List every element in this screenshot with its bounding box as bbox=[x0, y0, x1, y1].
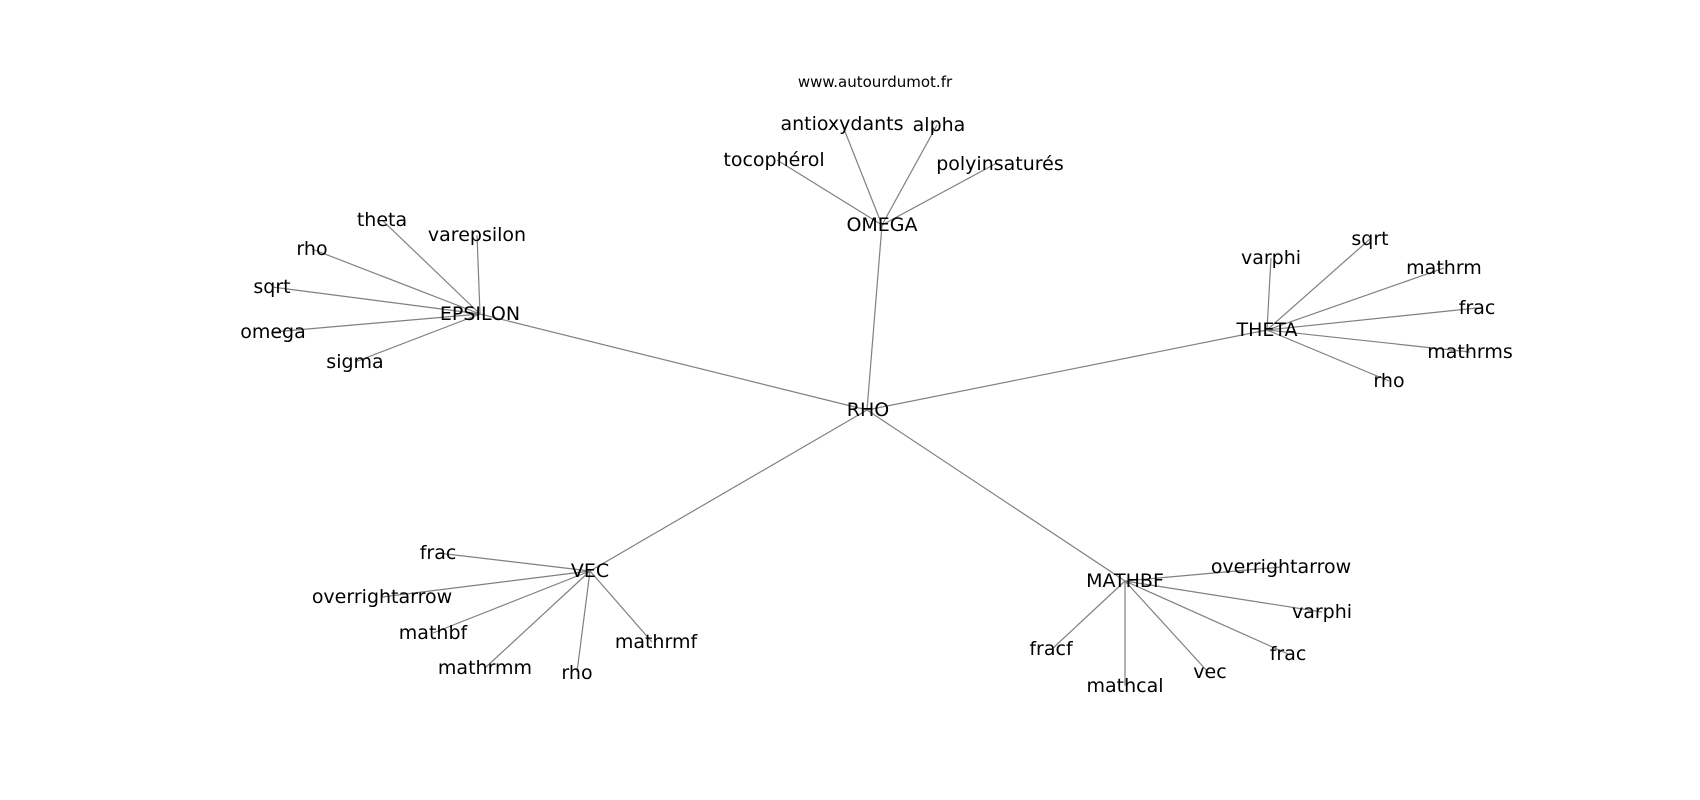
node-leaf: varphi bbox=[1292, 601, 1352, 623]
node-omega: OMEGA bbox=[846, 214, 917, 236]
omega-edges bbox=[776, 123, 996, 226]
edge-mathbf-leaf bbox=[1124, 566, 1282, 582]
edge-vec-leaf bbox=[484, 570, 591, 669]
edge-epsilon-leaf bbox=[354, 313, 481, 363]
edge-vec-leaf bbox=[437, 552, 591, 572]
edge-mathbf-leaf bbox=[1124, 580, 1289, 655]
node-leaf: rho bbox=[1373, 370, 1404, 392]
node-leaf: frac bbox=[1459, 297, 1496, 319]
edge-theta-leaf bbox=[1266, 257, 1272, 331]
edge-omega-leaf bbox=[881, 124, 938, 226]
edge-epsilon-leaf bbox=[311, 248, 481, 315]
node-leaf: rho bbox=[296, 238, 327, 260]
node-leaf: frac bbox=[420, 542, 457, 564]
node-leaf: overrightarrow bbox=[312, 586, 452, 608]
edge-omega-leaf bbox=[881, 163, 996, 226]
node-leaf: fracf bbox=[1029, 638, 1074, 660]
node-leaf: antioxydants bbox=[780, 113, 903, 135]
edge-mathbf-leaf bbox=[1124, 580, 1209, 673]
node-leaf: mathrmf bbox=[615, 631, 699, 653]
edge-rho-theta bbox=[866, 329, 1268, 411]
edge-epsilon-leaf bbox=[476, 234, 481, 315]
theta-edges bbox=[1266, 238, 1478, 382]
node-leaf: tocophérol bbox=[723, 149, 824, 171]
node-leaf: vec bbox=[1193, 661, 1226, 683]
node-mathbf: MATHBF bbox=[1086, 570, 1164, 592]
edge-theta-leaf bbox=[1266, 267, 1445, 331]
node-leaf: mathcal bbox=[1086, 675, 1163, 697]
node-vec: VEC bbox=[571, 560, 609, 582]
node-leaf: theta bbox=[357, 209, 407, 231]
hub-edges bbox=[479, 224, 1268, 582]
mathbf-edges bbox=[1051, 566, 1323, 686]
edge-rho-omega bbox=[866, 224, 883, 411]
edge-vec-leaf bbox=[381, 570, 591, 598]
edge-omega-leaf bbox=[841, 123, 883, 226]
edge-vec-leaf bbox=[432, 570, 591, 634]
edge-rho-epsilon bbox=[479, 313, 868, 411]
edge-vec-leaf bbox=[576, 570, 591, 673]
edge-theta-leaf bbox=[1266, 329, 1390, 382]
node-leaf: polyinsaturés bbox=[936, 153, 1064, 175]
node-leaf: mathrms bbox=[1427, 341, 1513, 363]
edge-theta-leaf bbox=[1266, 238, 1371, 331]
node-leaf: sigma bbox=[326, 351, 383, 373]
node-leaf: mathbf bbox=[399, 622, 469, 644]
node-leaf: sqrt bbox=[253, 276, 290, 298]
node-theta: THETA bbox=[1235, 319, 1297, 341]
source-caption: www.autourdumot.fr bbox=[798, 73, 953, 91]
node-leaf: varphi bbox=[1241, 247, 1301, 269]
node-leaf: rho bbox=[561, 662, 592, 684]
edge-theta-leaf bbox=[1266, 307, 1478, 331]
node-hub: RHO bbox=[847, 399, 889, 421]
node-leaf: mathrm bbox=[1406, 257, 1482, 279]
edge-rho-vec bbox=[589, 409, 868, 572]
edge-mathbf-leaf bbox=[1124, 580, 1323, 613]
edge-epsilon-leaf bbox=[271, 286, 481, 315]
node-leaf: varepsilon bbox=[428, 224, 526, 246]
node-leaf: overrightarrow bbox=[1211, 556, 1351, 578]
edge-theta-leaf bbox=[1266, 329, 1471, 353]
node-leaf: omega bbox=[240, 321, 306, 343]
edge-epsilon-leaf bbox=[381, 219, 481, 315]
node-leaf: sqrt bbox=[1351, 228, 1388, 250]
edge-rho-mathbf bbox=[866, 409, 1126, 582]
edge-epsilon-leaf bbox=[272, 313, 481, 333]
edge-mathbf-leaf bbox=[1051, 580, 1126, 650]
epsilon-edges bbox=[271, 219, 481, 363]
edge-omega-leaf bbox=[776, 159, 883, 226]
edge-vec-leaf bbox=[589, 570, 653, 643]
node-epsilon: EPSILON bbox=[440, 303, 520, 325]
vec-edges bbox=[381, 552, 653, 673]
node-leaf: alpha bbox=[913, 114, 966, 136]
node-leaf: frac bbox=[1270, 643, 1307, 665]
node-leaf: mathrmm bbox=[438, 657, 532, 679]
